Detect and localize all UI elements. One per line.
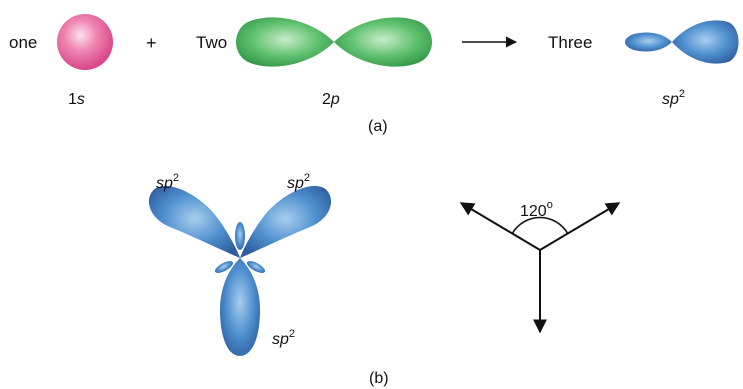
angle-arc — [511, 216, 569, 235]
caption-b: (b) — [369, 370, 389, 387]
three-label: Three — [548, 33, 592, 52]
sp2-lobe-bottom — [220, 258, 260, 356]
sp2-lobe-left — [148, 186, 240, 258]
axis-arrow-upper-left — [459, 202, 541, 251]
one-label: one — [9, 33, 37, 52]
p-orbital — [236, 17, 432, 67]
sp2-orbital-single — [625, 20, 739, 64]
sp2-minor-lobe-left — [214, 261, 234, 273]
two-label: Two — [196, 33, 227, 52]
sp2-minor-lobe-right — [246, 261, 266, 273]
sp2-large-lobe — [672, 20, 739, 64]
sp2-label-a: sp2 — [662, 88, 685, 108]
p-orbital-left-lobe — [236, 17, 334, 67]
p-orbital-label: 2p — [322, 91, 340, 108]
sp2-small-lobe — [625, 32, 672, 52]
angle-label: 120o — [520, 199, 553, 220]
sp2-trigonal-orbitals — [148, 186, 332, 356]
part-a: one + Two Three 1s 2p sp2 (a) — [9, 14, 739, 135]
sp2-lobe-right — [240, 186, 332, 258]
part-b: sp2 sp2 sp2 120o (b) — [148, 172, 621, 387]
caption-a: (a) — [368, 118, 388, 135]
sp2-minor-lobe-top — [235, 222, 245, 250]
sp2-label-upper-right: sp2 — [287, 172, 310, 192]
axis-arrow-upper-right — [539, 202, 621, 251]
s-orbital-label: 1s — [68, 91, 85, 108]
trigonal-axes — [459, 202, 621, 334]
sp2-label-bottom: sp2 — [272, 328, 295, 348]
plus-sign: + — [146, 33, 157, 53]
s-orbital — [57, 14, 113, 70]
p-orbital-right-lobe — [334, 17, 432, 67]
sp2-label-upper-left: sp2 — [156, 172, 179, 192]
